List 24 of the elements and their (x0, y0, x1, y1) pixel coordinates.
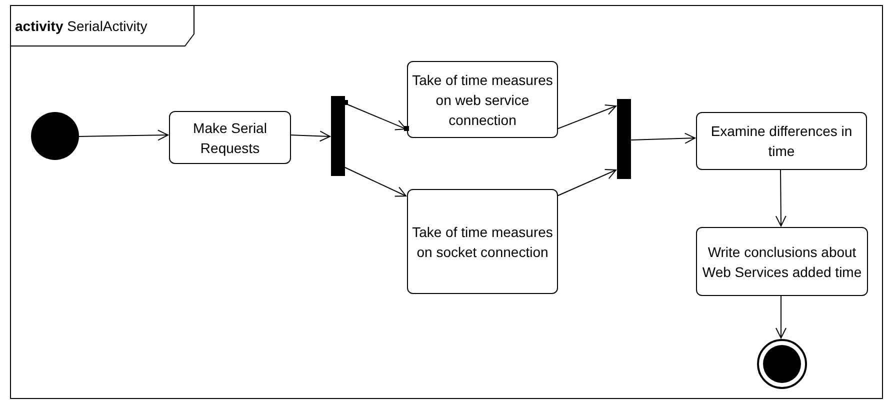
action-label: Write conclusions about Web Services added time (701, 242, 863, 282)
arrow (556, 168, 616, 196)
sync-bar (617, 99, 631, 179)
action-label: Examine differences in time (710, 122, 854, 161)
action-label: Take of time measures on web service connection (412, 70, 553, 130)
arrow (556, 104, 616, 130)
frame-title: activity SerialActivity (15, 17, 148, 36)
action-label: Make Serial Requests (192, 118, 268, 158)
action-box (169, 111, 291, 164)
action-box (696, 227, 868, 296)
arrow (290, 130, 330, 142)
action-box (407, 61, 558, 138)
arrow (78, 130, 168, 141)
arrow (344, 166, 406, 197)
action-box (407, 189, 558, 294)
arrow (630, 132, 696, 144)
arrow (776, 294, 786, 338)
action-box (696, 112, 867, 170)
activity-frame (10, 5, 883, 399)
arrow (775, 168, 786, 226)
sync-bar (331, 96, 345, 176)
end-node (757, 339, 807, 389)
start-node (31, 112, 79, 160)
action-label: Take of time measures on socket connection (412, 222, 553, 262)
